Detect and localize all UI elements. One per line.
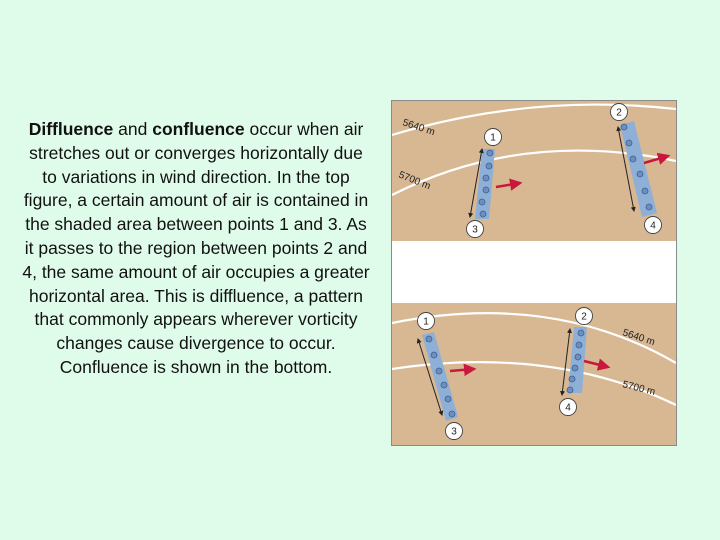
bottom-point-3: 3 [445, 422, 463, 440]
top-distance-left [468, 148, 484, 218]
top-wind-arrow-right [643, 152, 671, 165]
term-diffluence: Diffluence [28, 119, 114, 139]
term-confluence: confluence [152, 119, 245, 139]
bottom-panel: 5640 m 5700 m 1 2 [391, 303, 677, 445]
top-point-2: 2 [610, 103, 628, 121]
top-point-1: 1 [484, 128, 502, 146]
top-wind-arrow-left [495, 178, 523, 191]
bottom-point-4: 4 [559, 398, 577, 416]
and-word: and [113, 119, 153, 139]
svg-text:4: 4 [650, 221, 656, 232]
figure-svg: 5640 m 5700 m 1 2 [391, 101, 677, 445]
description-paragraph: Diffluence and confluence occur when air… [22, 118, 370, 380]
bottom-point-1: 1 [417, 312, 435, 330]
svg-text:1: 1 [490, 133, 496, 144]
top-point-4: 4 [644, 216, 662, 234]
svg-text:4: 4 [565, 403, 571, 414]
diffluence-confluence-figure: 5640 m 5700 m 1 2 [391, 100, 677, 446]
bottom-wind-arrow-left [449, 363, 477, 377]
bottom-distance-left [416, 338, 444, 416]
svg-text:3: 3 [451, 427, 457, 438]
bottom-point-2: 2 [575, 307, 593, 325]
svg-text:3: 3 [472, 225, 478, 236]
svg-text:1: 1 [423, 317, 429, 328]
top-contour-upper [391, 103, 677, 137]
svg-text:2: 2 [581, 312, 587, 323]
top-point-3: 3 [466, 220, 484, 238]
bottom-distance-right [559, 328, 573, 396]
svg-text:2: 2 [616, 108, 622, 119]
top-panel: 5640 m 5700 m 1 2 [391, 101, 677, 241]
top-distance-right [616, 126, 636, 212]
bottom-wind-arrow-right [583, 358, 611, 371]
description-body: occur when air stretches out or converge… [22, 119, 370, 377]
